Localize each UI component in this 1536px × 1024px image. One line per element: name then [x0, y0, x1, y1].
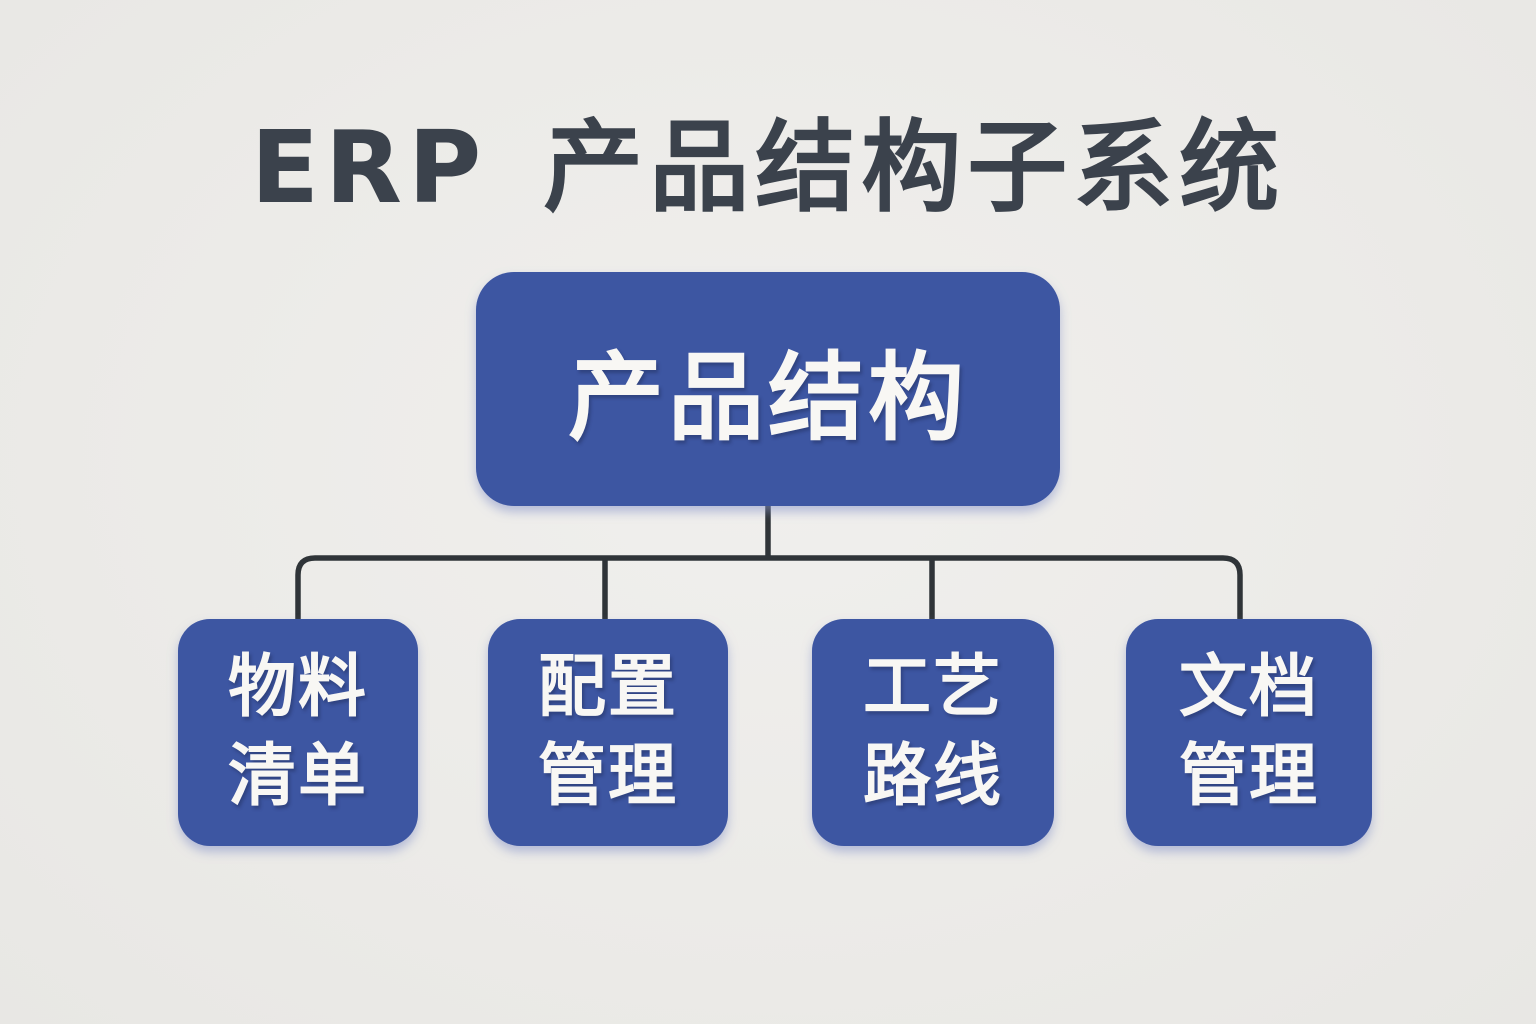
root-node-label: 产品结构	[568, 341, 968, 454]
title-subject-label: 产品结构子系统	[543, 109, 1286, 226]
page-title: ERP 产品结构子系统	[0, 86, 1536, 231]
child-node-docs: 文档 管理	[1126, 619, 1372, 846]
child-node-config: 配置 管理	[488, 619, 728, 846]
child-node-bom: 物料 清单	[178, 619, 418, 846]
child-node-routing-label: 工艺 路线	[862, 648, 1003, 816]
child-node-routing: 工艺 路线	[812, 619, 1054, 846]
title-erp-label: ERP	[250, 109, 488, 226]
connector-bus-line	[295, 555, 1243, 621]
child-node-docs-label: 文档 管理	[1178, 648, 1319, 816]
child-node-config-label: 配置 管理	[537, 648, 678, 816]
root-node-product-structure: 产品结构	[476, 272, 1060, 506]
child-node-bom-label: 物料 清单	[227, 648, 368, 816]
